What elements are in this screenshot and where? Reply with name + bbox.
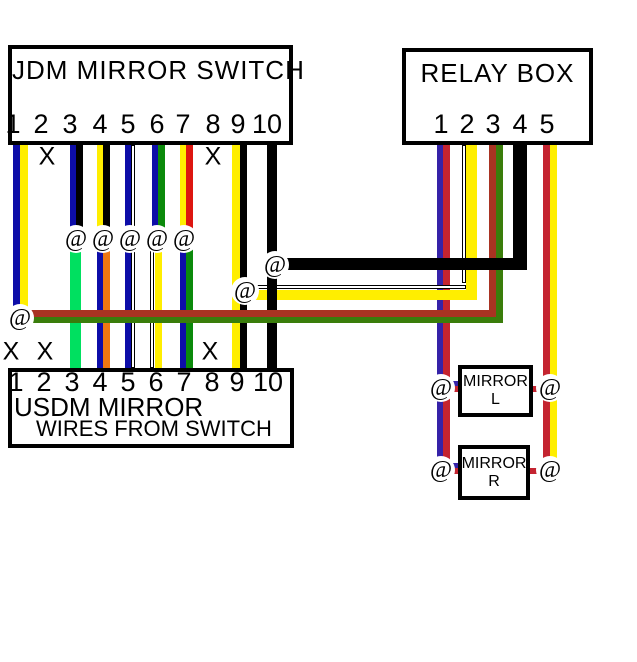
usdm-pin-label-6: 6 (148, 367, 164, 397)
jdm-pin-label-8: 8 (205, 109, 221, 139)
usdm-pin-label-8: 8 (204, 367, 220, 397)
usdm-pin-label-5: 5 (120, 367, 136, 397)
jdm-mirror-switch-box: JDM MIRROR SWITCH (8, 45, 305, 145)
jdm-pin-label-3: 3 (62, 109, 78, 139)
jdm-pin-label-2: 2 (33, 109, 49, 139)
relay-pin2-to-jdm9-horizontal-yellow (238, 290, 477, 300)
usdm-pin6-wire-yellow (155, 240, 162, 368)
nc-usdm-pin8-no-connection-mark: X (201, 337, 219, 366)
splice-jdm-pin9-to-relay2-splice-symbol: @ (231, 277, 259, 305)
jdm-pin5-wire-blue (125, 145, 131, 240)
splice-jdm-pin5-splice-symbol: @ (116, 225, 144, 253)
splice-mirror-l-right-splice-symbol: @ (536, 374, 564, 402)
jdm-pin-label-10: 10 (251, 109, 283, 139)
jdm-pin4-wire-yellow (97, 145, 103, 240)
jdm-pin1-wire-yellow (20, 145, 28, 313)
usdm-pin-label-10: 10 (252, 367, 284, 397)
splice-jdm-pin3-splice-symbol: @ (62, 225, 90, 253)
relay-pin-label-2: 2 (459, 109, 475, 139)
relay-pin-label-1: 1 (433, 109, 449, 139)
jdm-pin-label-6: 6 (149, 109, 165, 139)
usdm-pin7-wire-blue (180, 240, 186, 368)
jdm-pin-label-5: 5 (120, 109, 136, 139)
usdm-pin6-wire-white (150, 240, 154, 368)
jdm1-to-relay3-horizontal-green (18, 317, 503, 323)
mirror-l-label-line2: L (491, 391, 500, 408)
splice-jdm-pin6-splice-symbol: @ (143, 225, 171, 253)
usdm-pin4-wire-blue (97, 240, 103, 368)
usdm-pin-label-1: 1 (8, 367, 24, 397)
nc-jdm-pin2-no-connection-mark: X (38, 142, 56, 171)
jdm-pin6-wire-green (158, 145, 165, 240)
relay-pin2-wire-yellow (466, 145, 477, 300)
splice-jdm-pin10-to-relay4-splice-symbol: @ (261, 251, 289, 279)
jdm-pin6-wire-blue (152, 145, 158, 240)
jdm-pin-label-4: 4 (92, 109, 108, 139)
jdm-pin1-wire-blue (13, 145, 20, 313)
relay-pin3-wire-red (489, 145, 496, 317)
jdm-pin-label-1: 1 (5, 109, 21, 139)
mirror-r-box: MIRROR R (458, 445, 530, 500)
mirror-l-box: MIRROR L (458, 365, 533, 417)
relay-pin5-wire-red (543, 145, 550, 478)
usdm-mirror-box (8, 368, 294, 448)
splice-mirror-r-left-splice-symbol: @ (427, 456, 455, 484)
relay-box-title: RELAY BOX (420, 58, 575, 88)
relay-pin4-wire-black (513, 145, 527, 270)
relay-box: RELAY BOX (402, 48, 593, 145)
usdm-pin5-wire-white (131, 240, 135, 368)
nc-usdm-pin1-no-connection-mark: X (2, 337, 20, 366)
usdm-mirror-label: USDM MIRROR (14, 392, 204, 422)
splice-jdm-pin1-to-relay3-splice-symbol: @ (6, 304, 34, 332)
mirror-l-label-line1: MIRROR (463, 373, 528, 390)
usdm-pin-label-9: 9 (229, 367, 245, 397)
relay-pin-label-3: 3 (485, 109, 501, 139)
splice-mirror-r-right-splice-symbol: @ (536, 456, 564, 484)
relay-pin2-wire-white (462, 145, 466, 283)
splice-mirror-l-left-splice-symbol: @ (427, 374, 455, 402)
wires-from-switch-label: WIRES FROM SWITCH (36, 416, 272, 441)
nc-jdm-pin8-no-connection-mark: X (204, 142, 222, 171)
jdm-pin3-wire-black (76, 145, 83, 240)
usdm-pin-label-7: 7 (176, 367, 192, 397)
usdm-pin3-wire-green (70, 240, 81, 368)
mirror-r-label-line1: MIRROR (461, 454, 527, 472)
jdm-mirror-switch-title: JDM MIRROR SWITCH (12, 55, 305, 85)
jdm-pin4-wire-black (103, 145, 110, 240)
jdm-pin3-wire-blue (70, 145, 76, 240)
usdm-pin5-wire-blue (125, 240, 131, 368)
jdm-pin-label-7: 7 (175, 109, 191, 139)
relay-pin5-wire-yellow (550, 145, 557, 478)
usdm-pin-label-3: 3 (64, 367, 80, 397)
usdm-pin-label-2: 2 (36, 367, 52, 397)
jdm-pin9-wire-yellow (232, 145, 240, 368)
relay-pin4-to-jdm10-horizontal-black (272, 258, 527, 270)
nc-usdm-pin2-no-connection-mark: X (36, 337, 54, 366)
jdm1-to-relay3-horizontal-red (18, 310, 496, 317)
jdm-pin7-wire-red (186, 145, 193, 240)
jdm-pin9-wire-black (240, 145, 247, 368)
usdm-pin4-wire-orange (103, 240, 110, 368)
jdm-pin-label-9: 9 (230, 109, 246, 139)
usdm-pin-label-4: 4 (92, 367, 108, 397)
splice-jdm-pin7-splice-symbol: @ (170, 225, 198, 253)
usdm-pin7-wire-green (186, 240, 193, 368)
relay-pin-label-4: 4 (512, 109, 528, 139)
jdm-pin7-wire-yellow (180, 145, 186, 240)
relay-pin3-wire-green (496, 145, 503, 323)
relay-pin-label-5: 5 (539, 109, 555, 139)
mirror-r-label-line2: R (488, 472, 500, 490)
splice-jdm-pin4-splice-symbol: @ (89, 225, 117, 253)
